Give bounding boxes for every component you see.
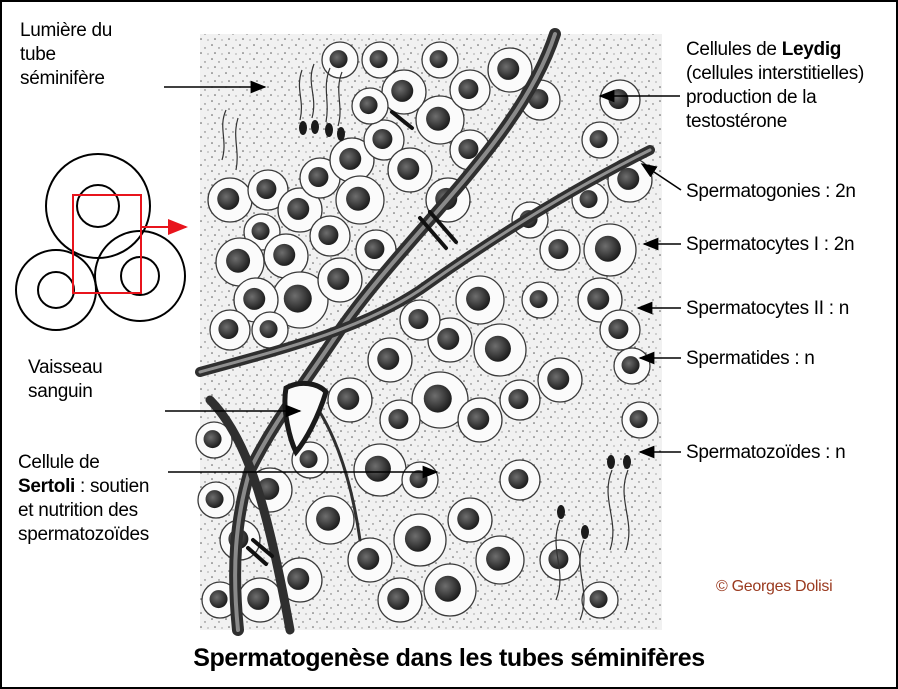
cell-nucleus [630,410,648,428]
cell-nucleus [590,590,608,608]
cell-nucleus [622,356,640,374]
label-sertoli: Cellule de Sertoli : soutien et nutritio… [18,451,149,547]
cell-nucleus [397,158,419,180]
cell-nucleus [256,179,276,199]
cell-nucleus [457,508,479,530]
label-spermatocytes2: Spermatocytes II : n [686,297,849,321]
tubule-schematic [16,154,185,330]
cell-nucleus [243,288,265,310]
cell-nucleus [210,590,228,608]
label-leydig-line3: production de la [686,86,864,110]
cell-nucleus [372,129,392,149]
cell-nucleus [590,130,608,148]
cell-nucleus [300,450,318,468]
cell-nucleus [497,58,519,80]
cell-nucleus [617,168,639,190]
cell-nucleus [260,320,278,338]
cell-nucleus [595,236,621,262]
cell-nucleus [346,187,370,211]
cell-nucleus [410,470,428,488]
label-spermatocytes1: Spermatocytes I : 2n [686,233,854,257]
cell-nucleus [458,139,478,159]
cell-nucleus [316,507,340,531]
label-lumiere-line3: séminifère [20,67,112,91]
cell-nucleus [364,239,384,259]
cell-nucleus [360,96,378,114]
label-sertoli-line1: Cellule de [18,451,149,475]
label-spermatozoides: Spermatozoïdes : n [686,441,845,465]
cell-nucleus [485,336,511,362]
cell-nucleus [204,430,222,448]
cell-nucleus [458,79,478,99]
label-lumiere-line1: Lumière du [20,19,112,43]
cell-nucleus [508,389,528,409]
cell-nucleus [217,188,239,210]
cell-nucleus [405,526,431,552]
label-vaisseau-line2: sanguin [28,380,102,404]
cell-nucleus [547,368,569,390]
cell-nucleus [318,225,338,245]
cell-nucleus [247,588,269,610]
cell-nucleus [391,80,413,102]
cell-nucleus [466,287,490,311]
label-vaisseau: Vaisseau sanguin [28,356,102,404]
cell-nucleus [339,148,361,170]
credit-text: © Georges Dolisi [716,578,832,596]
cell-nucleus [467,408,489,430]
cell-nucleus [486,547,510,571]
cell-nucleus [388,409,408,429]
label-leydig-line4: testostérone [686,110,864,134]
cell-nucleus [424,385,452,413]
label-spermatides: Spermatides : n [686,347,815,371]
label-sertoli-rest: : soutien [75,476,149,497]
cell-nucleus [206,490,224,508]
cell-nucleus [218,319,238,339]
cell-nucleus [330,50,348,68]
cell-nucleus [408,309,428,329]
figure-title: Spermatogenèse dans les tubes séminifère… [0,644,898,673]
cell-nucleus [287,198,309,220]
cell-nucleus [608,89,628,109]
label-leydig-line2: (cellules interstitielles) [686,62,864,86]
label-leydig-bold: Leydig [782,39,841,60]
label-sertoli-line4: spermatozoïdes [18,523,149,547]
label-spermatogonies: Spermatogonies : 2n [686,180,856,204]
cell-nucleus [357,548,379,570]
cell-nucleus [377,348,399,370]
cell-nucleus [608,319,628,339]
cell-nucleus [387,588,409,610]
label-lumiere: Lumière du tube séminifère [20,19,112,91]
cell-nucleus [287,568,309,590]
cell-nucleus [437,328,459,350]
label-sertoli-line2: Sertoli : soutien [18,475,149,499]
label-sertoli-line3: et nutrition des [18,499,149,523]
label-leydig: Cellules de Leydig (cellules interstitie… [686,38,864,134]
cell-nucleus [337,388,359,410]
cell-nucleus [426,107,450,131]
cell-nucleus [435,576,461,602]
label-sertoli-bold: Sertoli [18,476,75,497]
cell-nucleus [226,249,250,273]
cell-nucleus [548,239,568,259]
cell-nucleus [530,290,548,308]
label-leydig-line1: Cellules de Leydig [686,38,864,62]
cell-nucleus [508,469,528,489]
cell-nucleus [587,288,609,310]
cell-nucleus [308,167,328,187]
cell-nucleus [284,285,312,313]
cell-nucleus [327,268,349,290]
cell-nucleus [365,456,391,482]
label-leydig-prefix: Cellules de [686,39,782,60]
cell-nucleus [430,50,448,68]
cell-nucleus [273,244,295,266]
label-vaisseau-line1: Vaisseau [28,356,102,380]
cell-nucleus [252,222,270,240]
label-lumiere-line2: tube [20,43,112,67]
cell-nucleus [370,50,388,68]
cell-nucleus [580,190,598,208]
